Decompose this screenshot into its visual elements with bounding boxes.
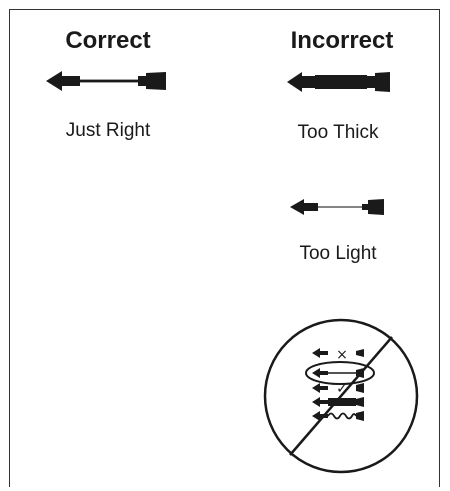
- too-light-caption: Too Light: [299, 243, 377, 264]
- prohibition-circle-icon: × ✓: [260, 315, 422, 477]
- too-thick-arrow-icon: [285, 68, 393, 96]
- just-right-arrow-icon: [44, 66, 172, 96]
- incorrect-heading: Incorrect: [290, 27, 394, 54]
- correct-heading: Correct: [65, 27, 151, 54]
- just-right-caption: Just Right: [65, 120, 151, 141]
- check-mark: ✓: [336, 381, 348, 397]
- too-light-arrow-icon: [288, 195, 390, 219]
- too-thick-caption: Too Thick: [297, 122, 379, 143]
- cross-mark: ×: [336, 347, 348, 363]
- panel-frame: [9, 9, 440, 487]
